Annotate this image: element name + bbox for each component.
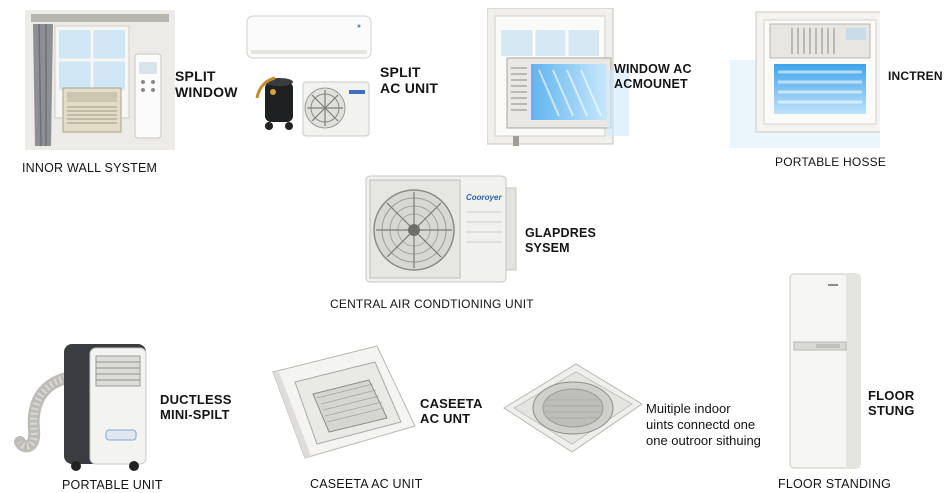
floor-standing-caption: FLOOR STANDING [778,477,891,491]
split-ac-illustration [245,14,375,144]
floor-standing-label: FLOOR STUNG [868,388,915,418]
portable-unit-caption: PORTABLE UNIT [62,478,163,492]
central-air-label: GLAPDRES SYSEM [525,226,597,255]
central-air-brand: Cooroyer [466,193,502,202]
caseeta-ac-illustration [265,342,420,460]
portable-unit-label: DUCTLESS MINI-SPILT [160,392,232,422]
floor-standing-illustration [786,270,866,470]
split-ac-unit-label: SPLIT AC UNIT [380,64,439,96]
portable-hosse-illustration [730,10,885,150]
caseeta-ac-caption: CASEETA AC UNIT [310,477,423,491]
multiple-indoor-note: Muitiple indoor uints connectd one one o… [646,401,761,448]
portable-unit-illustration [14,338,154,473]
innor-wall-system-caption: INNOR WALL SYSTEM [22,161,158,175]
innor-wall-system-illustration [25,10,175,150]
portable-hosse-caption: PORTABLE HOSSE [775,155,887,169]
caseeta-ac-label: CASEETA AC UNT [420,396,483,426]
central-air-unit-illustration: Cooroyer [362,172,520,290]
multiple-indoor-illustration [500,360,645,455]
window-ac-label: WINDOW AC ACMOUNET [614,62,692,91]
central-air-caption: CENTRAL AIR CONDTIONING UNIT [330,297,534,311]
innor-wall-system-label: SPLIT WINDOW [175,68,238,100]
portable-hosse-label: INCTREN [888,69,943,83]
window-ac-illustration [486,7,632,150]
